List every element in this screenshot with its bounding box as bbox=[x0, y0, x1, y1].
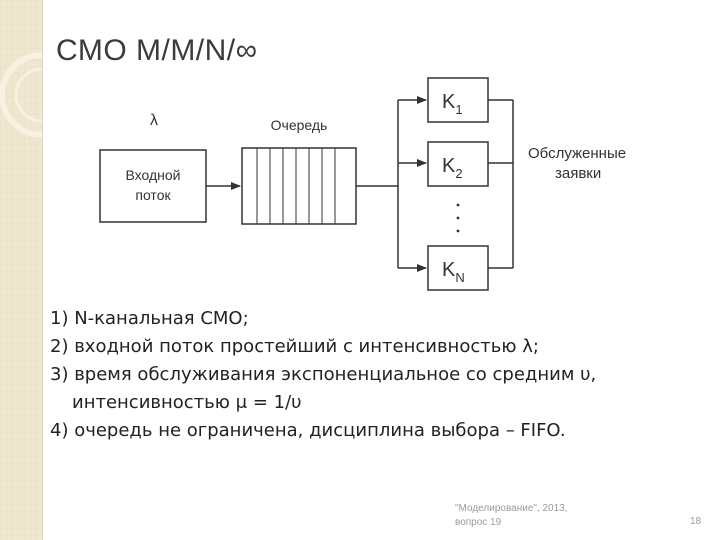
slide-footer: "Моделирование", 2013, вопрос 19 bbox=[455, 502, 568, 530]
list-item: 1) N-канальная СМО; bbox=[50, 308, 249, 329]
list-item-continuation: интенсивностью μ = 1/υ bbox=[72, 392, 302, 413]
decorative-pattern bbox=[0, 0, 42, 540]
output-label-line1: Обслуженные bbox=[528, 145, 626, 162]
list-item: 4) очередь не ограничена, дисциплина выб… bbox=[50, 420, 566, 441]
input-flow-label-line1: Входной bbox=[125, 167, 180, 183]
output-label-line2: заявки bbox=[555, 165, 601, 182]
page-number: 18 bbox=[690, 516, 702, 527]
input-flow-box bbox=[99, 149, 207, 223]
queue-label: Очередь bbox=[271, 117, 328, 133]
lambda-label: λ bbox=[150, 112, 158, 129]
ellipsis-dots bbox=[456, 203, 460, 233]
input-flow-label-line2: поток bbox=[135, 187, 171, 203]
footer-line-1: "Моделирование", 2013, bbox=[455, 503, 568, 514]
slide-title: СМО M/M/N/∞ bbox=[56, 34, 258, 67]
decorative-side-band bbox=[0, 0, 43, 540]
footer-line-2: вопрос 19 bbox=[455, 517, 502, 528]
channel-2-box bbox=[427, 141, 489, 187]
channel-n-label: KN bbox=[442, 259, 465, 285]
properties-list: 1) N-канальная СМО; 2) входной поток про… bbox=[50, 305, 710, 445]
channel-n-box bbox=[427, 245, 489, 291]
list-item: 2) входной поток простейший с интенсивно… bbox=[50, 336, 539, 357]
channel-1-box bbox=[427, 77, 489, 123]
queue-box bbox=[241, 147, 357, 225]
channel-1-label: K1 bbox=[442, 91, 463, 117]
list-item: 3) время обслуживания экспоненциальное с… bbox=[50, 364, 597, 385]
channel-2-label: K2 bbox=[442, 155, 463, 181]
